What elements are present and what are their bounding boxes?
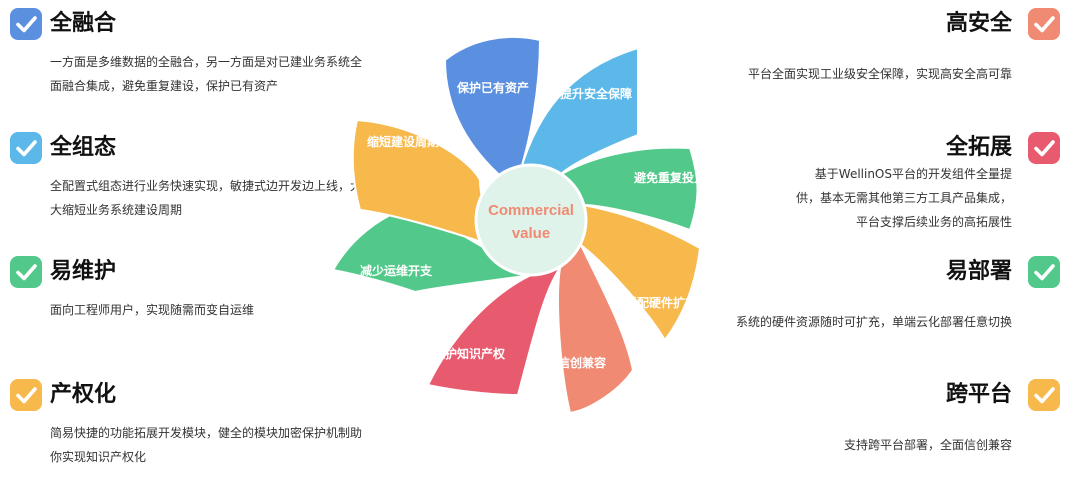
petal-label: 提升安全保障 bbox=[560, 86, 632, 101]
feature-desc: 系统的硬件资源随时可扩充，单端云化部署任意切换 bbox=[735, 315, 1012, 329]
petal-label: 全面信创兼容 bbox=[533, 355, 606, 370]
value-pinwheel-diagram: Commercial value 保护已有资产 提升安全保障避免重复投入适配硬件扩… bbox=[331, 35, 706, 415]
petal-label: 减少运维开支 bbox=[360, 263, 433, 278]
check-icon bbox=[1028, 132, 1060, 164]
center-circle bbox=[474, 163, 588, 277]
feature-title: 产权化 bbox=[50, 382, 117, 407]
petal-shape bbox=[557, 243, 635, 415]
petal-label: 保护已有资产 bbox=[456, 80, 529, 95]
petal-label: 保护知识产权 bbox=[432, 346, 506, 361]
feature-desc: 支持跨平台部署，全面信创兼容 bbox=[843, 438, 1012, 452]
feature-full-extension: 全拓展 基于WellinOS平台的开发组件全量提供，基本无需其他第三方工具产品集… bbox=[760, 132, 1060, 234]
check-icon bbox=[10, 256, 42, 288]
feature-title: 全融合 bbox=[50, 11, 117, 36]
feature-title: 全组态 bbox=[50, 135, 117, 160]
feature-full-config: 全组态 全配置式组态进行业务快速实现，敏捷式边开发边上线，大大缩短业务系统建设周… bbox=[10, 132, 362, 224]
feature-title: 易部署 bbox=[945, 259, 1012, 284]
petal-shape bbox=[443, 35, 542, 182]
petal-label: 避免重复投入 bbox=[634, 170, 706, 185]
check-icon bbox=[1028, 379, 1060, 411]
center-title-line1: Commercial bbox=[488, 202, 574, 219]
feature-desc: 基于WellinOS平台的开发组件全量提供，基本无需其他第三方工具产品集成，平台… bbox=[795, 167, 1012, 229]
petal-shape bbox=[579, 203, 702, 342]
check-icon bbox=[10, 8, 42, 40]
petal-shape bbox=[518, 46, 639, 177]
feature-title: 跨平台 bbox=[945, 382, 1012, 407]
center-title-line2: value bbox=[512, 225, 550, 242]
check-icon bbox=[1028, 256, 1060, 288]
feature-title: 高安全 bbox=[945, 11, 1012, 36]
feature-full-fusion: 全融合 一方面是多维数据的全融合，另一方面是对已建业务系统全面融合集成，避免重复… bbox=[10, 8, 362, 100]
check-icon bbox=[10, 132, 42, 164]
check-icon bbox=[10, 379, 42, 411]
petal-shape bbox=[426, 266, 563, 397]
feature-easy-deploy: 易部署 系统的硬件资源随时可扩充，单端云化部署任意切换 bbox=[700, 256, 1060, 329]
feature-title: 易维护 bbox=[50, 259, 117, 284]
feature-desc: 面向工程师用户，实现随需而变自运维 bbox=[50, 303, 255, 317]
feature-cross-platform: 跨平台 支持跨平台部署，全面信创兼容 bbox=[760, 379, 1060, 452]
feature-desc: 平台全面实现工业级安全保障，实现高安全高可靠 bbox=[747, 67, 1012, 81]
feature-title: 全拓展 bbox=[945, 135, 1012, 160]
check-icon bbox=[1028, 8, 1060, 40]
feature-desc: 全配置式组态进行业务快速实现，敏捷式边开发边上线，大大缩短业务系统建设周期 bbox=[50, 179, 363, 217]
feature-desc: 一方面是多维数据的全融合，另一方面是对已建业务系统全面融合集成，避免重复建设，保… bbox=[50, 55, 363, 93]
petal-shape bbox=[558, 146, 699, 232]
petal-label: 适配硬件扩充 bbox=[625, 295, 697, 310]
petal-label: 缩短建设周期 bbox=[367, 134, 439, 149]
feature-desc: 简易快捷的功能拓展开发模块，健全的模块加密保护机制助你实现知识产权化 bbox=[50, 426, 363, 464]
feature-high-security: 高安全 平台全面实现工业级安全保障，实现高安全高可靠 bbox=[700, 8, 1060, 90]
feature-easy-maintain: 易维护 面向工程师用户，实现随需而变自运维 bbox=[10, 256, 340, 328]
feature-ip-rights: 产权化 简易快捷的功能拓展开发模块，健全的模块加密保护机制助你实现知识产权化 bbox=[10, 379, 362, 471]
